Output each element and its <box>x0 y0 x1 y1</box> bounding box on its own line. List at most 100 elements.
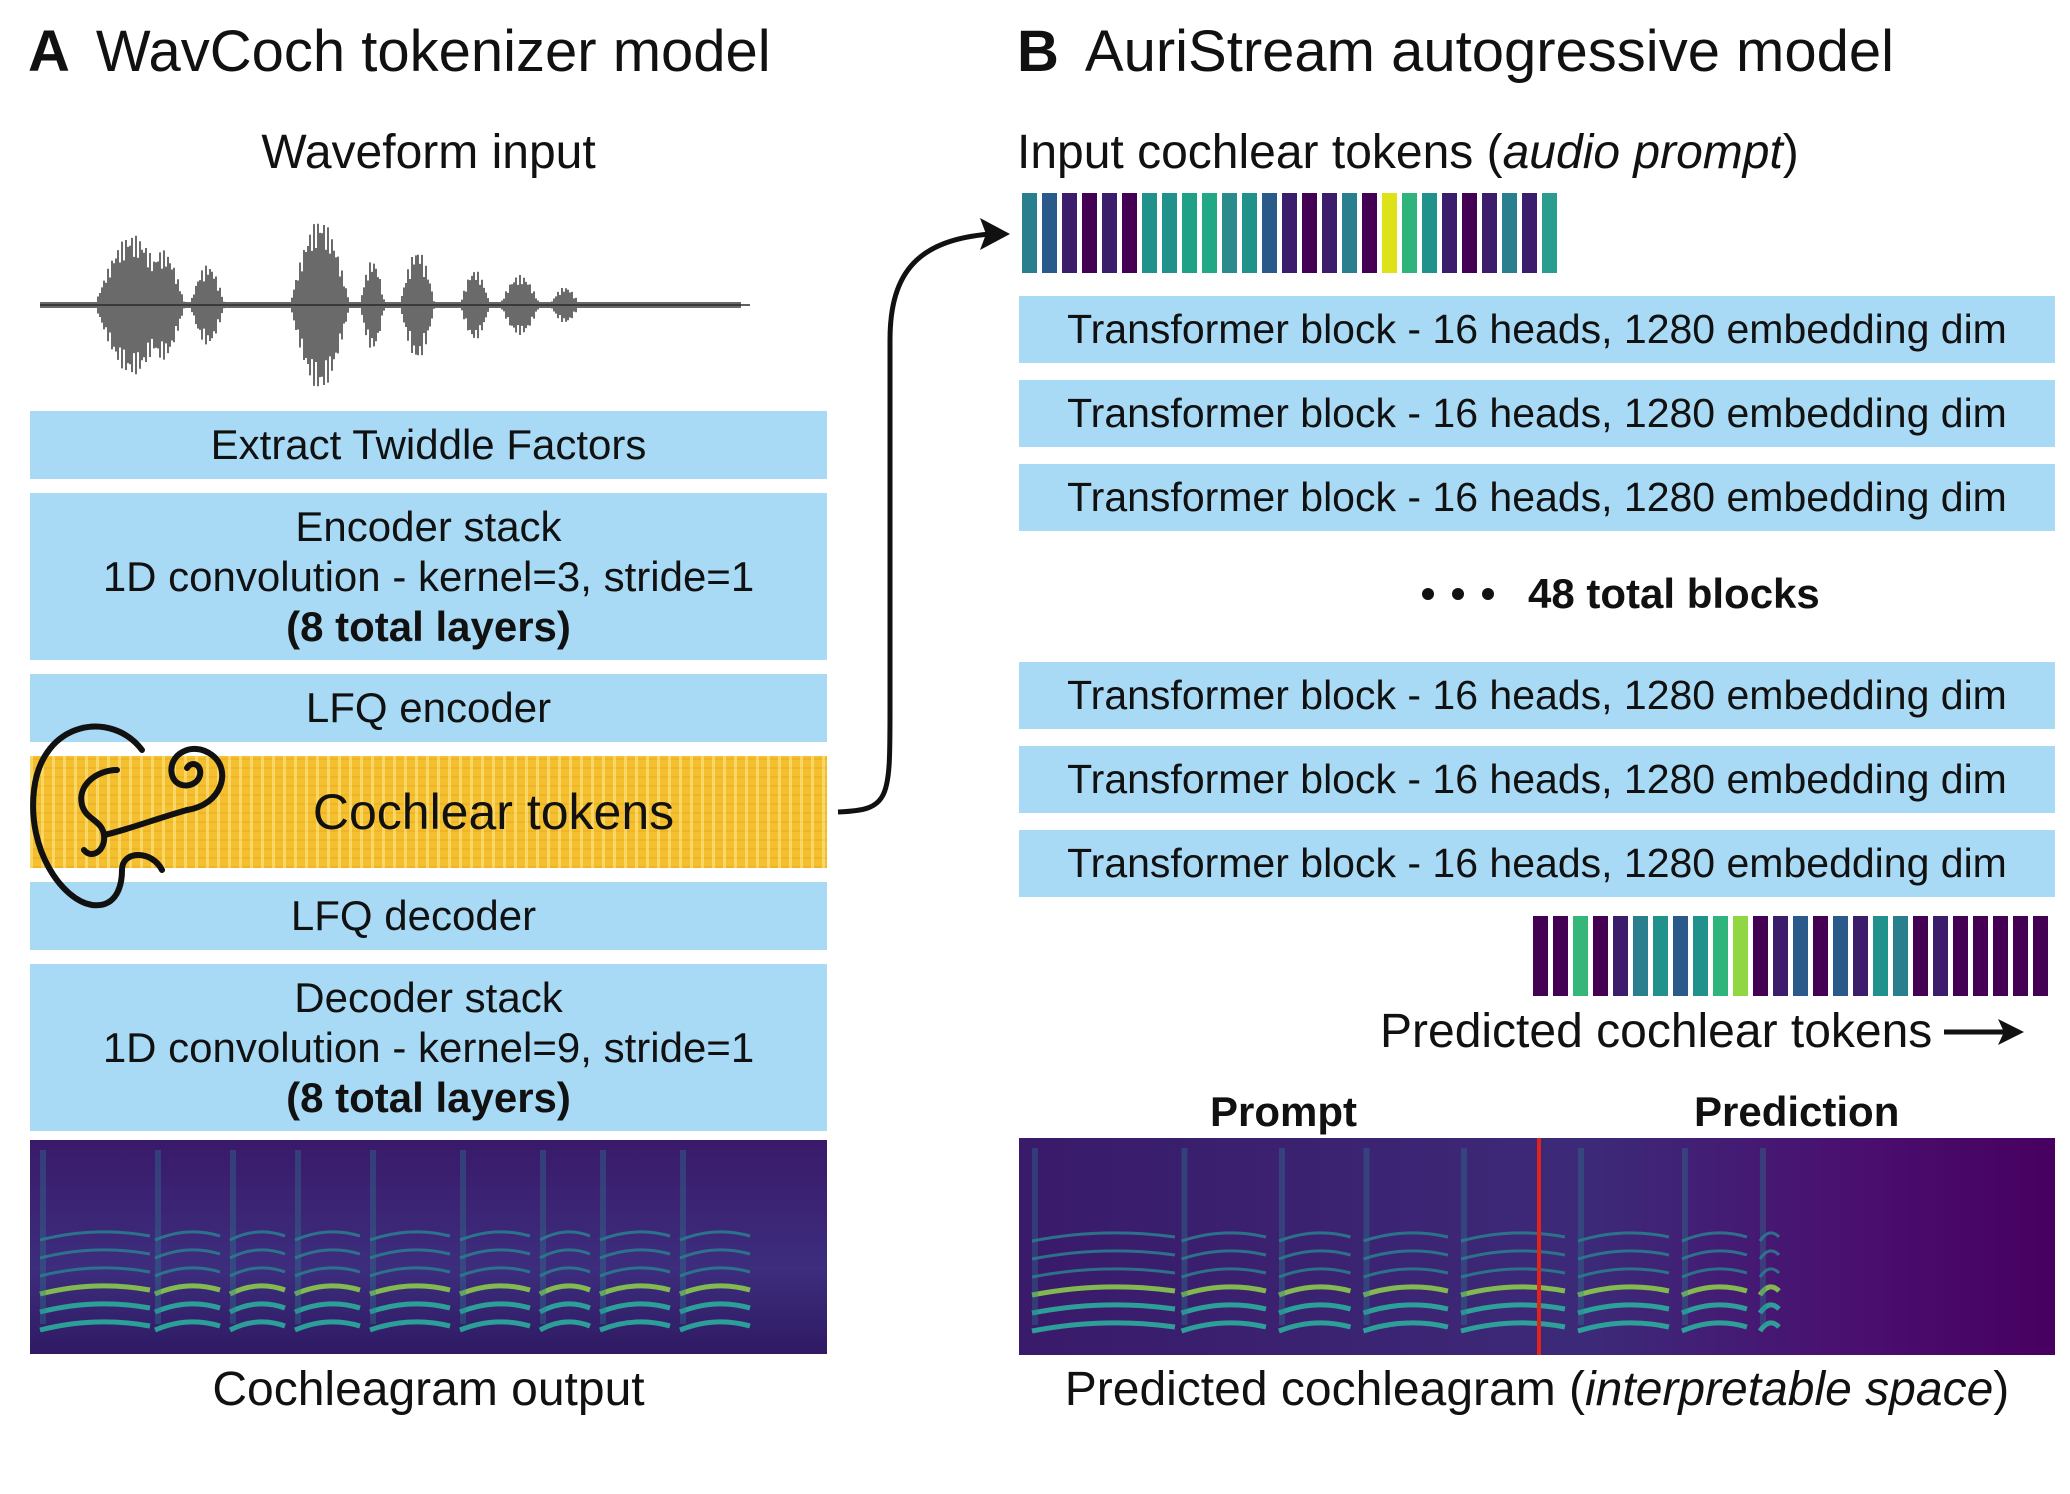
input-tokens-label-italic: audio prompt <box>1502 126 1783 179</box>
transformer-block-label: Transformer block - 16 heads, 1280 embed… <box>1067 672 2007 718</box>
token-bar <box>1793 916 1808 996</box>
ellipsis-icon <box>1422 588 1494 600</box>
decoder-stack-layers: (8 total layers) <box>286 1073 571 1121</box>
token-bar <box>1062 193 1077 273</box>
extract-twiddle-label: Extract Twiddle Factors <box>210 421 647 468</box>
waveform-label: Waveform input <box>261 126 596 179</box>
token-bar <box>1713 916 1728 996</box>
decoder-stack-title: Decoder stack <box>294 973 563 1021</box>
token-bar <box>1953 916 1968 996</box>
predicted-token-strip <box>1533 916 2048 996</box>
transformer-block-label: Transformer block - 16 heads, 1280 embed… <box>1067 756 2007 802</box>
lfq-encoder-label: LFQ encoder <box>305 684 552 731</box>
token-bar <box>1973 916 1988 996</box>
token-bar <box>1182 193 1197 273</box>
token-bar <box>1553 916 1568 996</box>
token-bar <box>1773 916 1788 996</box>
token-bar <box>1993 916 2008 996</box>
token-bar <box>1382 193 1397 273</box>
arrow-to-autoregressive <box>837 218 1010 815</box>
token-bar <box>1442 193 1457 273</box>
transformer-block: Transformer block - 16 heads, 1280 embed… <box>1019 380 2055 447</box>
token-bar <box>1262 193 1277 273</box>
token-bar <box>2033 916 2048 996</box>
token-bar <box>1222 193 1237 273</box>
predicted-cochleagram-label: Predicted cochleagram (interpretable spa… <box>1019 1362 2055 1417</box>
token-bar <box>1042 193 1057 273</box>
predicted-tokens-row: Predicted cochlear tokens <box>1380 1004 2026 1059</box>
token-bar <box>1753 916 1768 996</box>
token-bar <box>1462 193 1477 273</box>
token-bar <box>1833 916 1848 996</box>
panel-a-title-text: WavCoch tokenizer model <box>95 19 771 84</box>
encoder-stack-title: Encoder stack <box>295 502 562 550</box>
prompt-prediction-divider <box>1537 1138 1541 1355</box>
panel-b-letter: B <box>1017 19 1059 84</box>
token-bar <box>1422 193 1437 273</box>
token-bar <box>1873 916 1888 996</box>
token-bar <box>1593 916 1608 996</box>
lfq-decoder-box: LFQ decoder <box>30 882 827 950</box>
input-tokens-label: Input cochlear tokens (audio prompt) <box>1017 125 1799 180</box>
input-token-strip <box>1022 193 1557 273</box>
transformer-block-label: Transformer block - 16 heads, 1280 embed… <box>1067 840 2007 886</box>
prediction-label: Prediction <box>1694 1088 1900 1135</box>
token-bar <box>1913 916 1928 996</box>
token-bar <box>1162 193 1177 273</box>
encoder-stack-layers: (8 total layers) <box>286 602 571 650</box>
token-bar <box>1533 916 1548 996</box>
arrow-right-icon <box>1944 1018 2025 1045</box>
token-bar <box>1482 193 1497 273</box>
token-bar <box>1653 916 1668 996</box>
waveform-graphic <box>40 223 750 387</box>
token-bar <box>1542 193 1557 273</box>
token-bar <box>1813 916 1828 996</box>
token-bar <box>2013 916 2028 996</box>
token-bar <box>1102 193 1117 273</box>
encoder-stack-box: Encoder stack 1D convolution - kernel=3,… <box>30 493 827 660</box>
token-bar <box>1342 193 1357 273</box>
token-bar <box>1202 193 1217 273</box>
transformer-block: Transformer block - 16 heads, 1280 embed… <box>1019 662 2055 729</box>
token-bar <box>1022 193 1037 273</box>
token-bar <box>1142 193 1157 273</box>
input-tokens-label-prefix: Input cochlear tokens ( <box>1017 126 1503 179</box>
transformer-block-label: Transformer block - 16 heads, 1280 embed… <box>1067 390 2007 436</box>
token-bar <box>1362 193 1377 273</box>
token-bar <box>1933 916 1948 996</box>
token-bar <box>1082 193 1097 273</box>
panel-b-title-text: AuriStream autogressive model <box>1084 19 1895 84</box>
panel-b-title: B AuriStream autogressive model <box>1017 18 1894 85</box>
transformer-block: Transformer block - 16 heads, 1280 embed… <box>1019 296 2055 363</box>
token-bar <box>1122 193 1137 273</box>
token-bar <box>1302 193 1317 273</box>
transformer-block-label: Transformer block - 16 heads, 1280 embed… <box>1067 306 2007 352</box>
encoder-stack-conv: 1D convolution - kernel=3, stride=1 <box>102 552 755 600</box>
prompt-label: Prompt <box>1210 1088 1357 1135</box>
token-bar <box>1242 193 1257 273</box>
cochlear-tokens-label: Cochlear tokens <box>312 784 675 840</box>
ear-icon <box>30 723 226 909</box>
transformer-block: Transformer block - 16 heads, 1280 embed… <box>1019 464 2055 531</box>
token-bar <box>1633 916 1648 996</box>
token-bar <box>1853 916 1868 996</box>
token-bar <box>1322 193 1337 273</box>
token-bar <box>1673 916 1688 996</box>
predicted-cochleagram-label-prefix: Predicted cochleagram ( <box>1064 1363 1585 1416</box>
token-bar <box>1613 916 1628 996</box>
transformer-block-label: Transformer block - 16 heads, 1280 embed… <box>1067 474 2007 520</box>
total-blocks-label: 48 total blocks <box>1528 570 1820 617</box>
token-bar <box>1573 916 1588 996</box>
transformer-block: Transformer block - 16 heads, 1280 embed… <box>1019 830 2055 897</box>
token-bar <box>1522 193 1537 273</box>
token-bar <box>1282 193 1297 273</box>
token-bar <box>1402 193 1417 273</box>
decoder-stack-conv: 1D convolution - kernel=9, stride=1 <box>102 1023 755 1071</box>
predicted-cochleagram-label-italic: interpretable space <box>1585 1363 1994 1416</box>
token-bar <box>1893 916 1908 996</box>
extract-twiddle-box: Extract Twiddle Factors <box>30 411 827 479</box>
predicted-cochleagram-label-suffix: ) <box>1993 1363 2010 1416</box>
total-blocks-row: 48 total blocks <box>1420 570 1820 618</box>
predicted-cochleagram <box>1019 1138 2055 1355</box>
